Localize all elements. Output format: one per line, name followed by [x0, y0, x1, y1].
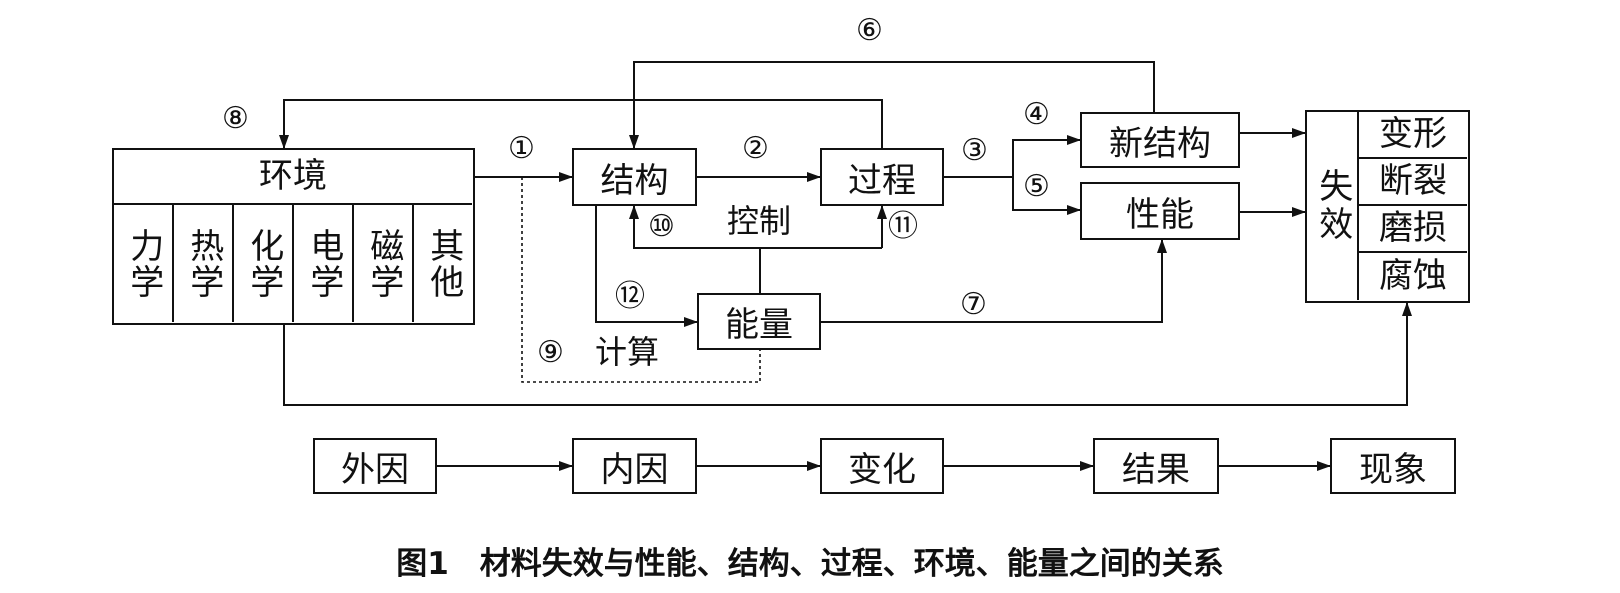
number-9: ⑨ [537, 335, 564, 370]
arrow-6-new-structure-to-structure [629, 61, 1155, 149]
environment-field-thermal: 热学 [174, 205, 234, 322]
failure-mode-wear: 磨损 [1359, 206, 1467, 253]
number-7: ⑦ [960, 287, 987, 322]
chain-change: 变化 [820, 438, 944, 494]
failure-title: 失效 [1307, 112, 1359, 300]
calculation-label: 计算 [595, 333, 660, 371]
arrow-4-to-new-structure [1012, 135, 1081, 177]
number-1: ① [508, 131, 535, 166]
number-6: ⑥ [856, 13, 883, 48]
environment-field-label: 其他 [423, 227, 464, 300]
chain-external-cause: 外因 [313, 438, 437, 494]
environment-field-label: 力学 [123, 227, 164, 300]
environment-field-chemical: 化学 [234, 205, 294, 322]
environment-field-label: 化学 [243, 227, 284, 300]
number-12: ⑫ [615, 279, 645, 314]
chain-internal-cause: 内因 [572, 438, 697, 494]
chain-result: 结果 [1093, 438, 1219, 494]
environment-title: 环境 [114, 150, 472, 205]
environment-field-label: 电学 [303, 227, 344, 300]
environment-field-magnetic: 磁学 [354, 205, 414, 322]
failure-mode-fracture: 断裂 [1359, 159, 1467, 206]
new-structure-node: 新结构 [1080, 112, 1240, 168]
number-3: ③ [961, 133, 988, 168]
arrow-12-structure-to-energy [595, 206, 698, 327]
figure-caption: 图1 材料失效与性能、结构、过程、环境、能量之间的关系 [396, 546, 1224, 582]
number-10: ⑩ [648, 209, 675, 244]
arrow-10-control-to-structure [629, 205, 882, 249]
process-node: 过程 [820, 148, 944, 206]
number-4: ④ [1023, 97, 1050, 132]
failure-mode-corrosion: 腐蚀 [1379, 255, 1447, 296]
number-2: ② [742, 131, 769, 166]
failure-title-label: 失效 [1312, 168, 1353, 244]
environment-field-electrical: 电学 [294, 205, 354, 322]
arrow-5-to-performance [1012, 177, 1081, 215]
environment-block: 环境 力学 热学 化学 电学 磁学 其他 [112, 148, 475, 325]
arrow-7-energy-to-performance [821, 239, 1167, 323]
chain-phenomenon: 现象 [1330, 438, 1456, 494]
number-5: ⑤ [1023, 169, 1050, 204]
environment-field-other: 其他 [414, 205, 472, 322]
arrow-8-process-to-environment [279, 99, 883, 149]
control-label: 控制 [727, 202, 792, 240]
structure-node: 结构 [572, 148, 697, 206]
arrow-environment-to-failure [283, 302, 1412, 406]
performance-node: 性能 [1080, 182, 1240, 240]
number-11: ⑪ [888, 209, 918, 244]
number-8: ⑧ [222, 101, 249, 136]
failure-block: 失效 变形 断裂 磨损 腐蚀 [1305, 110, 1470, 303]
energy-node: 能量 [697, 293, 821, 350]
environment-field-mechanics: 力学 [114, 205, 174, 322]
dotted-9-calculation-loop [521, 177, 761, 383]
failure-mode-deformation: 变形 [1359, 112, 1467, 159]
environment-field-label: 热学 [183, 227, 224, 300]
environment-field-label: 磁学 [363, 227, 404, 300]
